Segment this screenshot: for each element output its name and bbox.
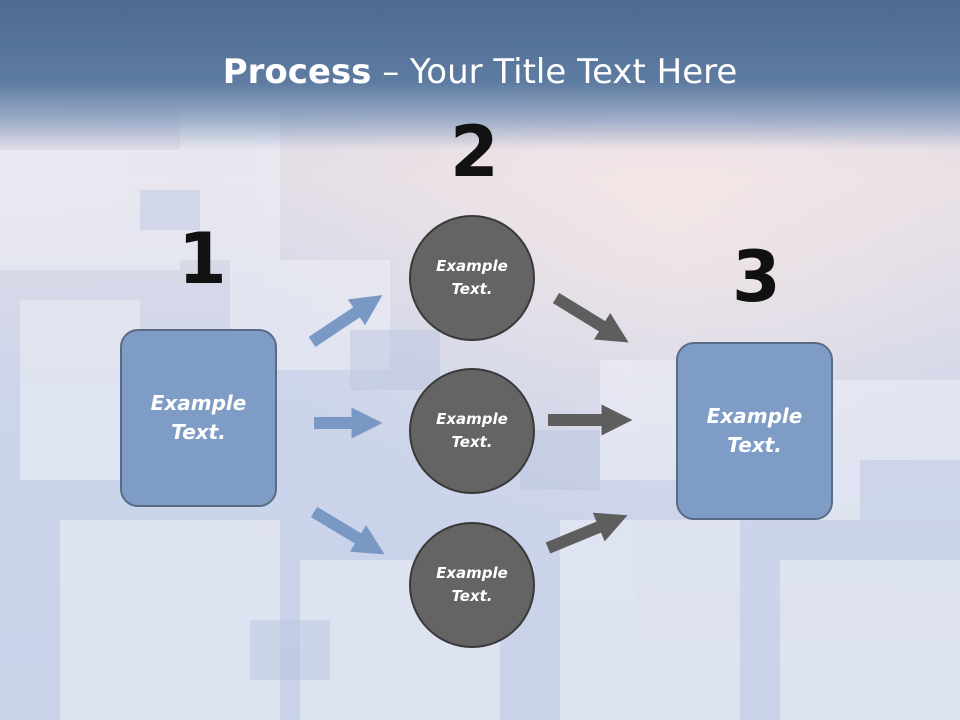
circle-middle-line1: Example [436, 410, 508, 428]
step-number-3: 3 [732, 236, 781, 318]
step-1-label: Example Text. [151, 389, 247, 447]
step-1-box[interactable]: Example Text. [120, 329, 277, 507]
circle-middle[interactable]: Example Text. [409, 368, 535, 494]
step-1-label-line1: Example [150, 391, 247, 415]
circle-top-line1: Example [436, 257, 508, 275]
step-3-label: Example Text. [707, 402, 803, 460]
step-3-label-line1: Example [706, 404, 803, 428]
circle-bottom-line1: Example [436, 564, 508, 582]
step-3-box[interactable]: Example Text. [676, 342, 833, 520]
circle-top[interactable]: Example Text. [409, 215, 535, 341]
title-rest: – Your Title Text Here [371, 52, 738, 92]
step-1-label-line2: Text. [171, 420, 226, 444]
arrow-circle-bottom-to-box3 [545, 512, 628, 554]
circle-middle-label: Example Text. [436, 408, 508, 454]
circle-top-line2: Text. [451, 280, 493, 298]
circle-bottom-label: Example Text. [436, 562, 508, 608]
title-bar [0, 0, 960, 150]
step-number-1: 1 [178, 218, 227, 300]
circle-bottom[interactable]: Example Text. [409, 522, 535, 648]
step-3-label-line2: Text. [727, 433, 782, 457]
slide-title: Process – Your Title Text Here [0, 52, 960, 92]
arrow-box1-to-circle-top [308, 295, 383, 347]
circle-top-label: Example Text. [436, 255, 508, 301]
arrow-circle-top-to-box3 [552, 292, 629, 343]
step-number-2: 2 [450, 111, 499, 193]
arrow-box1-to-circle-bottom [310, 506, 385, 555]
circle-bottom-line2: Text. [451, 587, 493, 605]
circle-middle-line2: Text. [451, 433, 493, 451]
title-bold: Process [222, 52, 372, 92]
